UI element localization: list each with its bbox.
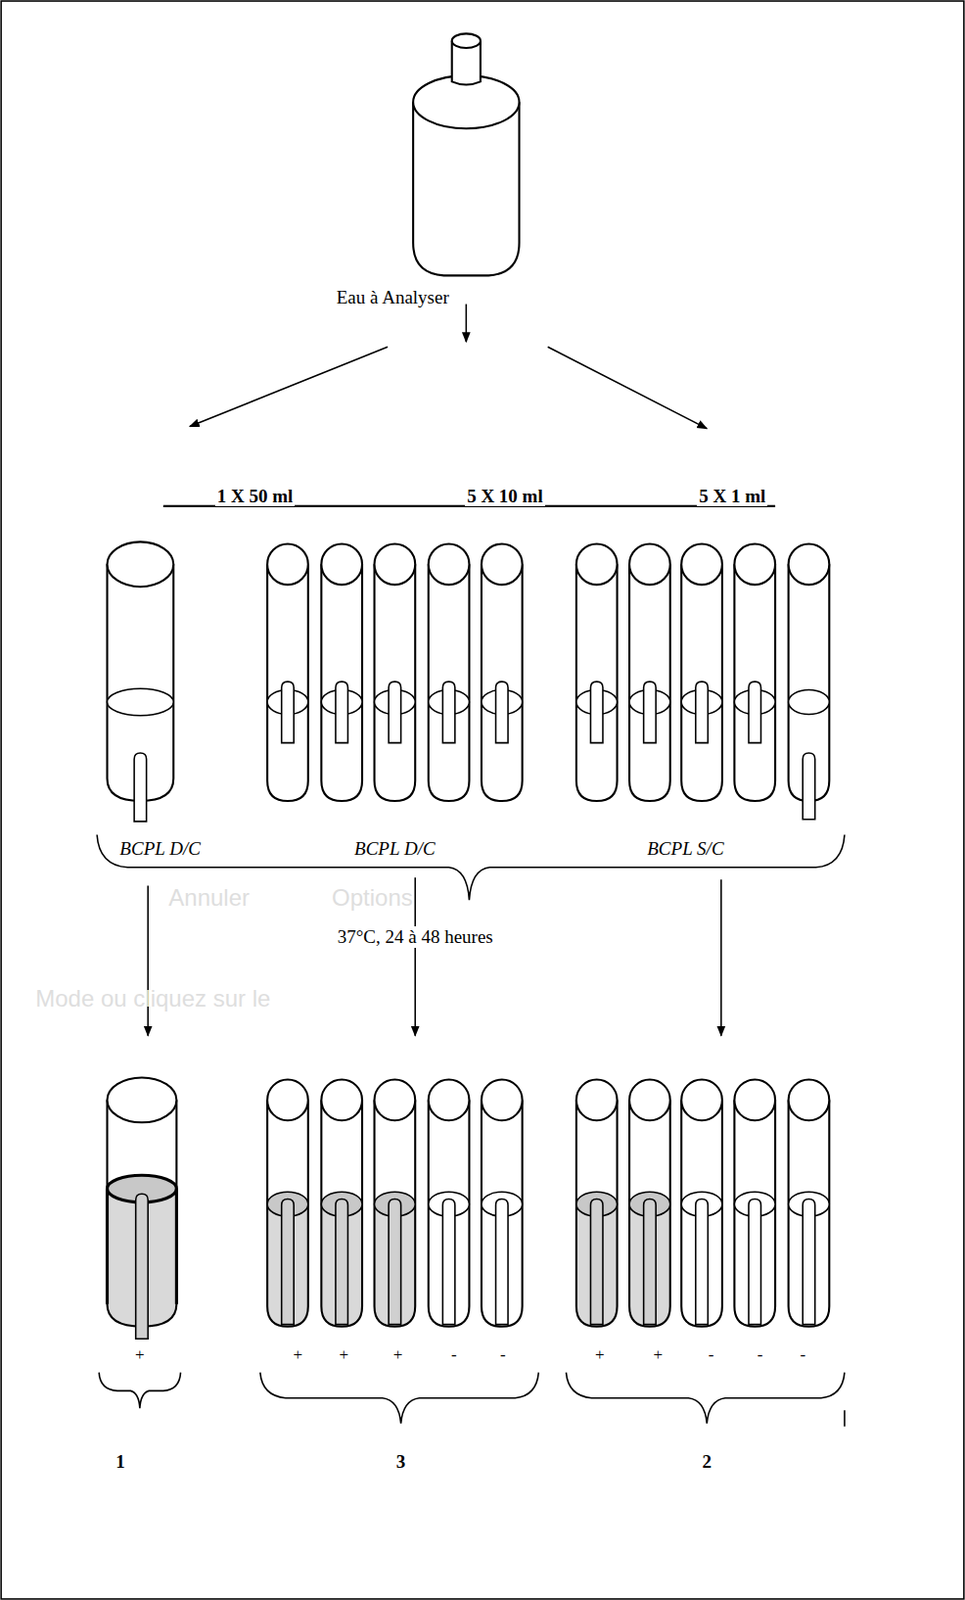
liquid-surface: [788, 689, 830, 714]
watermark: Mode ou cliquez sur le: [33, 984, 273, 1012]
medium-label: BCPL D/C: [117, 837, 203, 860]
result-sign: +: [133, 1344, 147, 1365]
tube-opening: [481, 543, 523, 585]
tube-outline: [481, 1099, 523, 1326]
caption-text: Eau à Analyser: [334, 286, 452, 309]
tube-opening: [374, 1079, 416, 1121]
tube-outline: [428, 1099, 470, 1326]
durham-tube: [496, 681, 509, 743]
liquid-surface: [107, 688, 175, 716]
tube-outline: [681, 563, 723, 801]
tube-outline: [629, 1099, 671, 1326]
tube-outline: [105, 1188, 109, 1304]
tube-outline: [734, 563, 776, 801]
durham-tube: [281, 1197, 295, 1324]
durham-tube: [442, 1197, 456, 1324]
tube-outline: [481, 563, 523, 801]
tube-opening: [107, 541, 175, 587]
tube-outline: [788, 1099, 830, 1326]
watermark: Annuler: [166, 883, 252, 912]
durham-tube: [496, 1197, 509, 1324]
durham-tube: [748, 1197, 762, 1324]
tube-outline: [629, 563, 671, 801]
durham-tube: [590, 1197, 603, 1324]
tube-opening: [267, 1079, 309, 1121]
watermark: Options: [329, 883, 415, 912]
result-sign: -: [797, 1344, 808, 1365]
tube-opening: [374, 543, 416, 585]
tube-outline: [321, 563, 363, 801]
tube-outline: [576, 1099, 618, 1326]
durham-tube: [643, 681, 657, 743]
tube-opening: [788, 543, 830, 585]
tube-outline: [734, 1099, 776, 1326]
volume-label: 5 X 10 ml: [464, 485, 546, 507]
tube-opening: [629, 543, 671, 585]
durham-tube: [388, 681, 402, 743]
durham-tube: [442, 681, 456, 743]
result-sign: +: [593, 1344, 607, 1365]
durham-tube: [281, 681, 295, 743]
tube-opening: [734, 543, 776, 585]
result-sign: -: [498, 1344, 508, 1365]
medium-label: BCPL S/C: [644, 837, 726, 860]
tube-outline: [175, 1188, 179, 1304]
durham-tube: [388, 1197, 402, 1324]
incubation-label: 37°C, 24 à 48 heures: [335, 925, 496, 948]
durham-tube: [136, 1193, 149, 1338]
tube-opening: [428, 1079, 470, 1121]
durham-tube: [748, 681, 762, 743]
tube-opening: [788, 1079, 830, 1121]
callout-number: 1: [113, 1450, 128, 1472]
durham-tube: [590, 681, 603, 743]
durham-tube: [134, 752, 147, 822]
braces: [96, 833, 845, 1425]
result-sign: -: [449, 1344, 460, 1365]
tube-outline: [267, 1099, 309, 1326]
durham-tube: [802, 752, 816, 820]
tube-opening: [267, 543, 309, 585]
result-sign: +: [391, 1344, 406, 1365]
durham-tube: [802, 1197, 816, 1324]
tube-opening: [321, 1079, 363, 1121]
tube-opening: [576, 1079, 618, 1121]
medium-label: BCPL D/C: [352, 837, 438, 860]
tube-outline: [267, 563, 309, 801]
durham-tube: [643, 1197, 657, 1324]
tube-opening: [107, 1076, 178, 1122]
result-sign: -: [706, 1344, 717, 1365]
volume-label: 5 X 1 ml: [696, 485, 768, 507]
tube-opening: [428, 543, 470, 585]
tube-outline: [374, 1099, 416, 1326]
result-sign: -: [755, 1344, 766, 1365]
result-sign: +: [650, 1344, 665, 1365]
result-sign: +: [291, 1344, 306, 1365]
tube-opening: [481, 1079, 523, 1121]
tubes: [107, 541, 830, 1338]
tube-outline: [428, 563, 470, 801]
tube-outline: [374, 563, 416, 801]
durham-tube: [695, 681, 709, 743]
tube-opening: [576, 543, 618, 585]
arrows: [147, 304, 722, 1036]
durham-tube: [335, 681, 349, 743]
durham-tube: [695, 1197, 709, 1324]
tube-opening: [681, 543, 723, 585]
tube-outline: [681, 1099, 723, 1326]
tube-opening: [734, 1079, 776, 1121]
tube-opening: [321, 543, 363, 585]
tube-opening: [629, 1079, 671, 1121]
callout-number: 2: [700, 1450, 715, 1472]
bottle: [413, 33, 519, 276]
tube-outline: [576, 563, 618, 801]
result-sign: +: [336, 1344, 351, 1365]
callout-number: 3: [394, 1450, 409, 1472]
tube-opening: [681, 1079, 723, 1121]
volume-label: 1 X 50 ml: [215, 485, 296, 507]
durham-tube: [335, 1197, 349, 1324]
tube-outline: [321, 1099, 363, 1326]
